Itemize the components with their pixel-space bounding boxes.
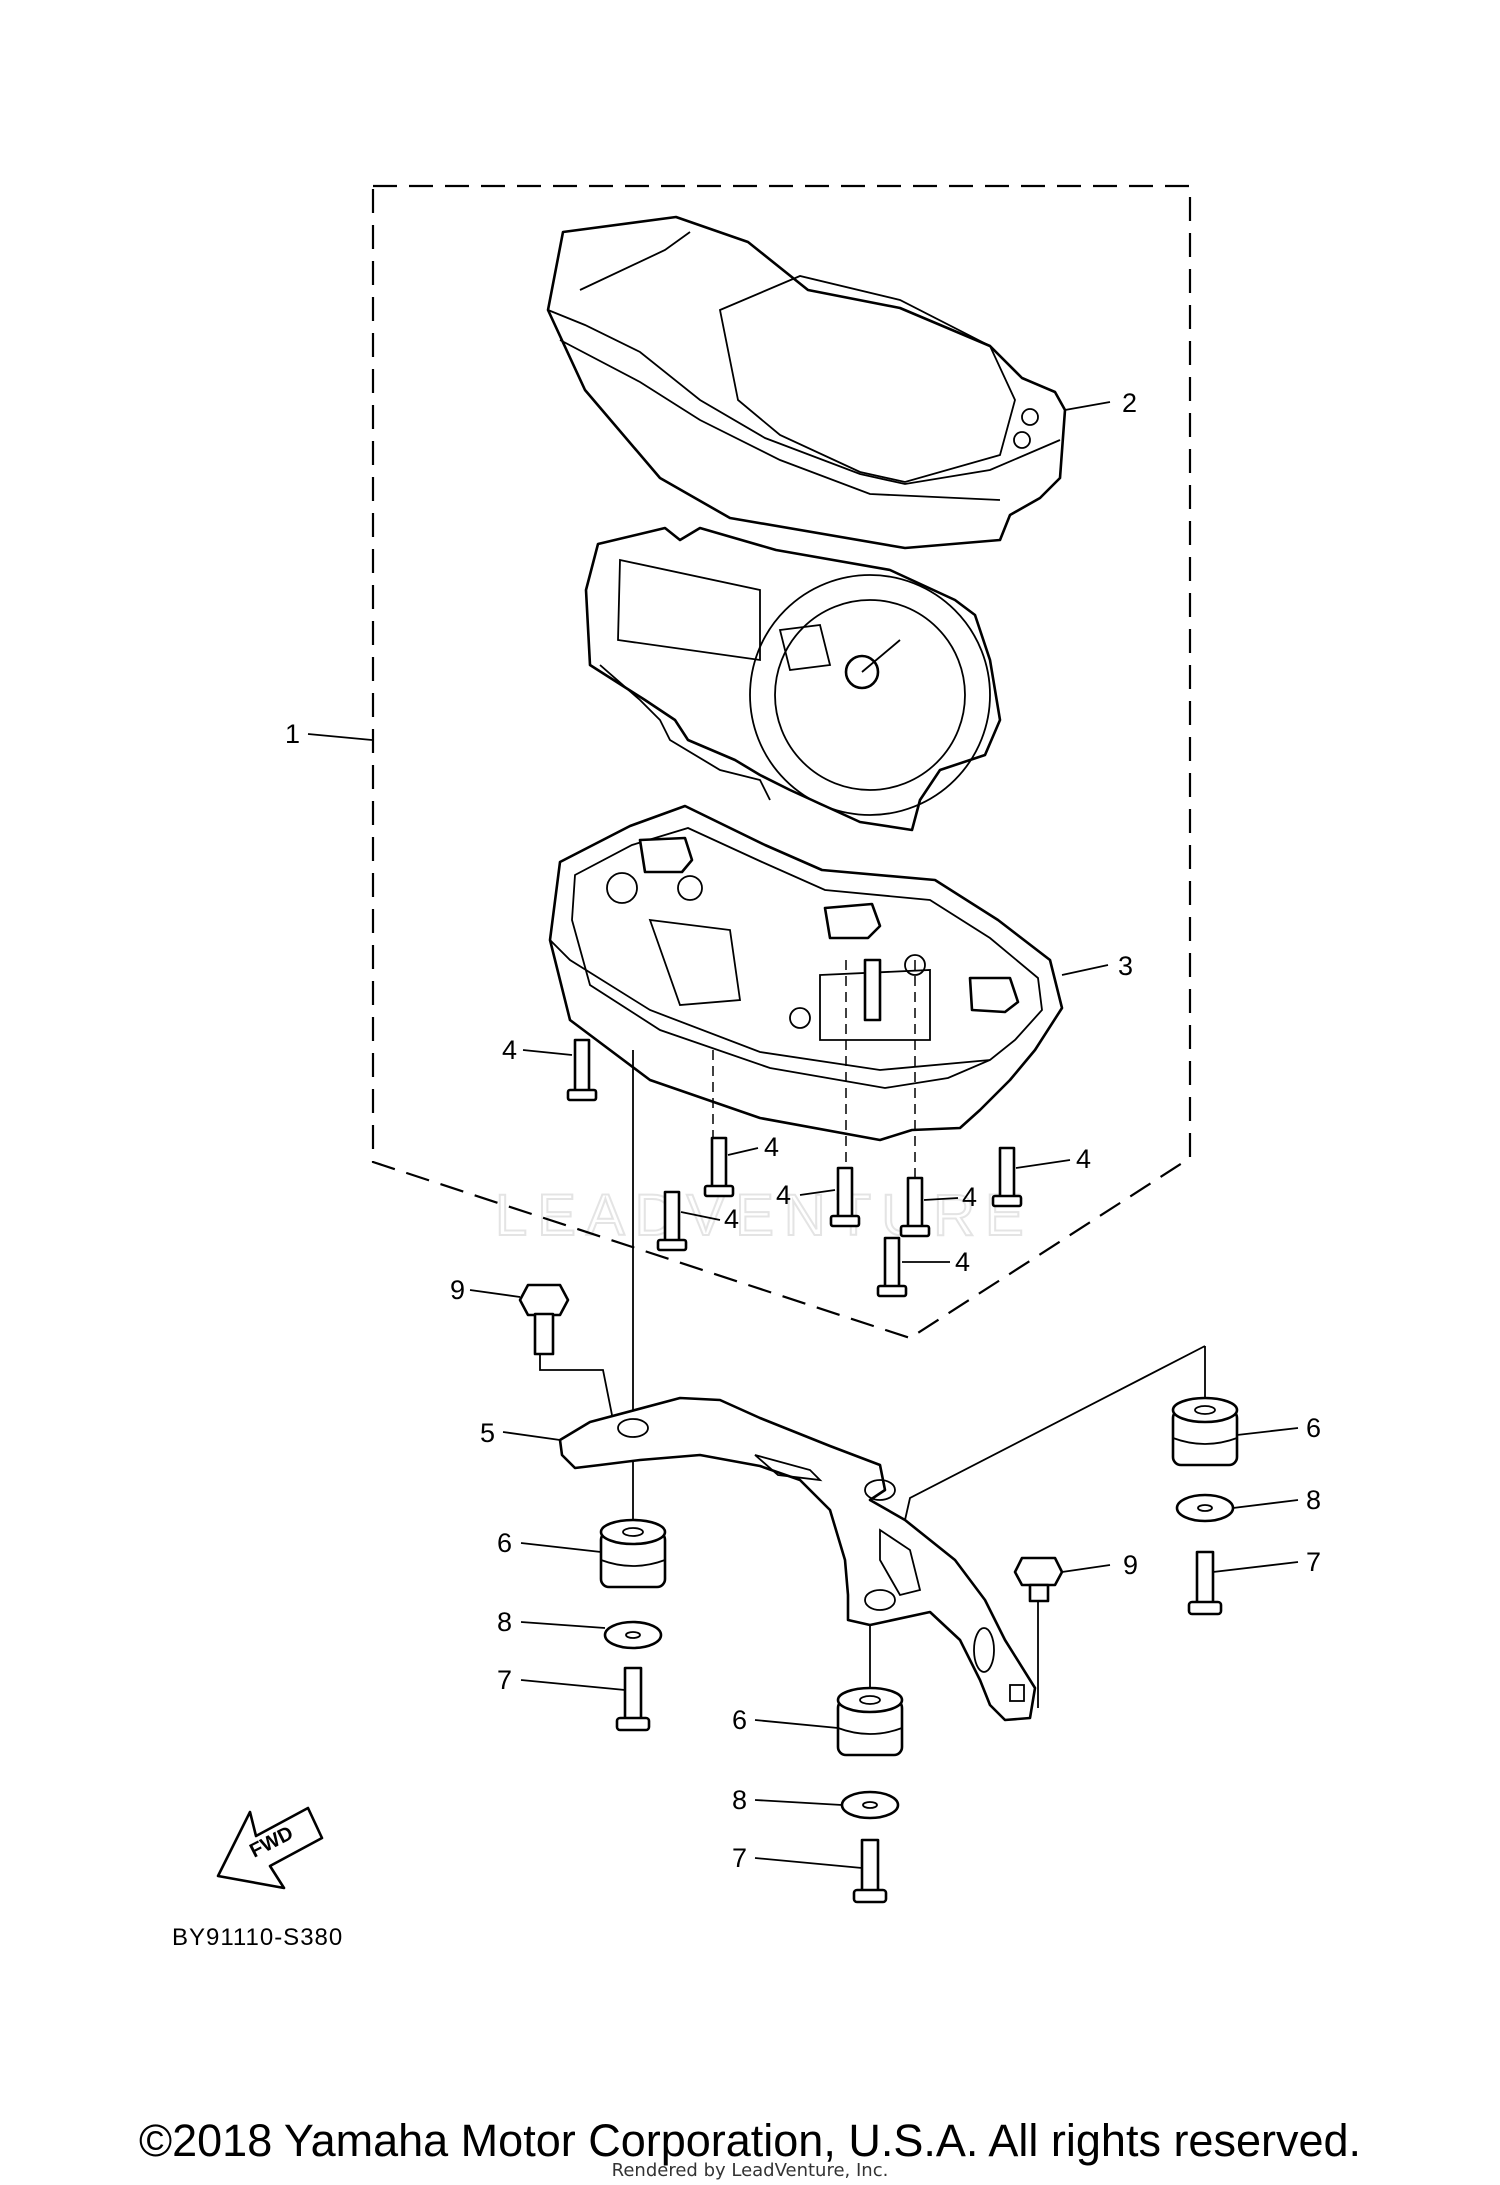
- meter-bracket: [558, 1396, 1037, 1722]
- screw-4-f: [991, 1146, 1023, 1208]
- screw-4-d: [829, 1166, 861, 1228]
- leader-line: [1061, 964, 1109, 976]
- leader-line: [923, 1197, 959, 1201]
- callout-1: 1: [285, 719, 300, 749]
- leader-line: [502, 1431, 561, 1441]
- leader-line: [754, 1857, 863, 1869]
- axis-line: [904, 1345, 1206, 1521]
- leader-line: [727, 1147, 759, 1156]
- screw-7-b: [852, 1838, 888, 1904]
- screw-4-c: [656, 1190, 688, 1252]
- leader-line: [1236, 1427, 1299, 1436]
- callout-4: 4: [724, 1204, 739, 1234]
- grommet-6-a: [599, 1518, 667, 1589]
- callout-6: 6: [1306, 1413, 1321, 1443]
- callout-4: 4: [502, 1035, 517, 1065]
- screw-7-c: [1187, 1550, 1223, 1616]
- meter-display-unit: [584, 526, 1002, 832]
- leader-line: [1232, 1499, 1299, 1509]
- assembly-boundary: [371, 184, 1192, 1340]
- leader-line: [520, 1542, 602, 1553]
- leader-line: [1064, 401, 1111, 411]
- callout-4: 4: [962, 1182, 977, 1212]
- leader-line: [520, 1679, 626, 1691]
- leader-line: [799, 1189, 836, 1196]
- screw-7-a: [615, 1666, 651, 1732]
- callout-4: 4: [776, 1180, 791, 1210]
- callout-6: 6: [732, 1705, 747, 1735]
- rendered-by-text: Rendered by LeadVenture, Inc.: [611, 2160, 889, 2181]
- callout-5: 5: [480, 1418, 495, 1448]
- washer-8-b: [840, 1790, 900, 1820]
- grommet-6-b: [836, 1686, 904, 1757]
- washer-8-a: [603, 1620, 663, 1650]
- leader-line: [680, 1211, 721, 1221]
- leader-line: [469, 1289, 521, 1298]
- callout-8: 8: [1306, 1485, 1321, 1515]
- leader-line: [1212, 1561, 1299, 1573]
- screw-4-b: [703, 1136, 735, 1198]
- grommet-6-c: [1171, 1396, 1239, 1467]
- callout-6: 6: [497, 1528, 512, 1558]
- callout-7: 7: [1306, 1547, 1321, 1577]
- washer-8-c: [1175, 1493, 1235, 1523]
- bolt-9-a: [518, 1283, 570, 1356]
- callout-3: 3: [1118, 951, 1133, 981]
- leader-line: [520, 1621, 606, 1629]
- meter-cover: [546, 215, 1067, 550]
- watermark-text: LEADVENTURE: [495, 1183, 1034, 1248]
- leader-line: [522, 1049, 573, 1056]
- leader-line: [754, 1799, 843, 1806]
- leader-line: [1015, 1159, 1071, 1169]
- callout-9: 9: [450, 1275, 465, 1305]
- callout-2: 2: [1122, 388, 1137, 418]
- callout-8: 8: [732, 1785, 747, 1815]
- callout-7: 7: [497, 1665, 512, 1695]
- copyright-text: ©2018 Yamaha Motor Corporation, U.S.A. A…: [138, 2115, 1362, 2166]
- callout-4: 4: [955, 1247, 970, 1277]
- callout-4: 4: [1076, 1144, 1091, 1174]
- fwd-arrow-icon: FWD: [216, 1806, 324, 1890]
- bolt-9-b: [1013, 1556, 1064, 1603]
- screw-4-a: [566, 1038, 598, 1102]
- leader-line: [1061, 1564, 1111, 1573]
- meter-case: [548, 804, 1064, 1142]
- callout-7: 7: [732, 1843, 747, 1873]
- screw-4-g: [876, 1236, 908, 1298]
- callout-8: 8: [497, 1607, 512, 1637]
- callout-9: 9: [1123, 1550, 1138, 1580]
- callout-4: 4: [764, 1132, 779, 1162]
- leader-line: [754, 1719, 839, 1729]
- leader-line: [307, 733, 373, 741]
- diagram-code: BY91110-S380: [172, 1924, 343, 1951]
